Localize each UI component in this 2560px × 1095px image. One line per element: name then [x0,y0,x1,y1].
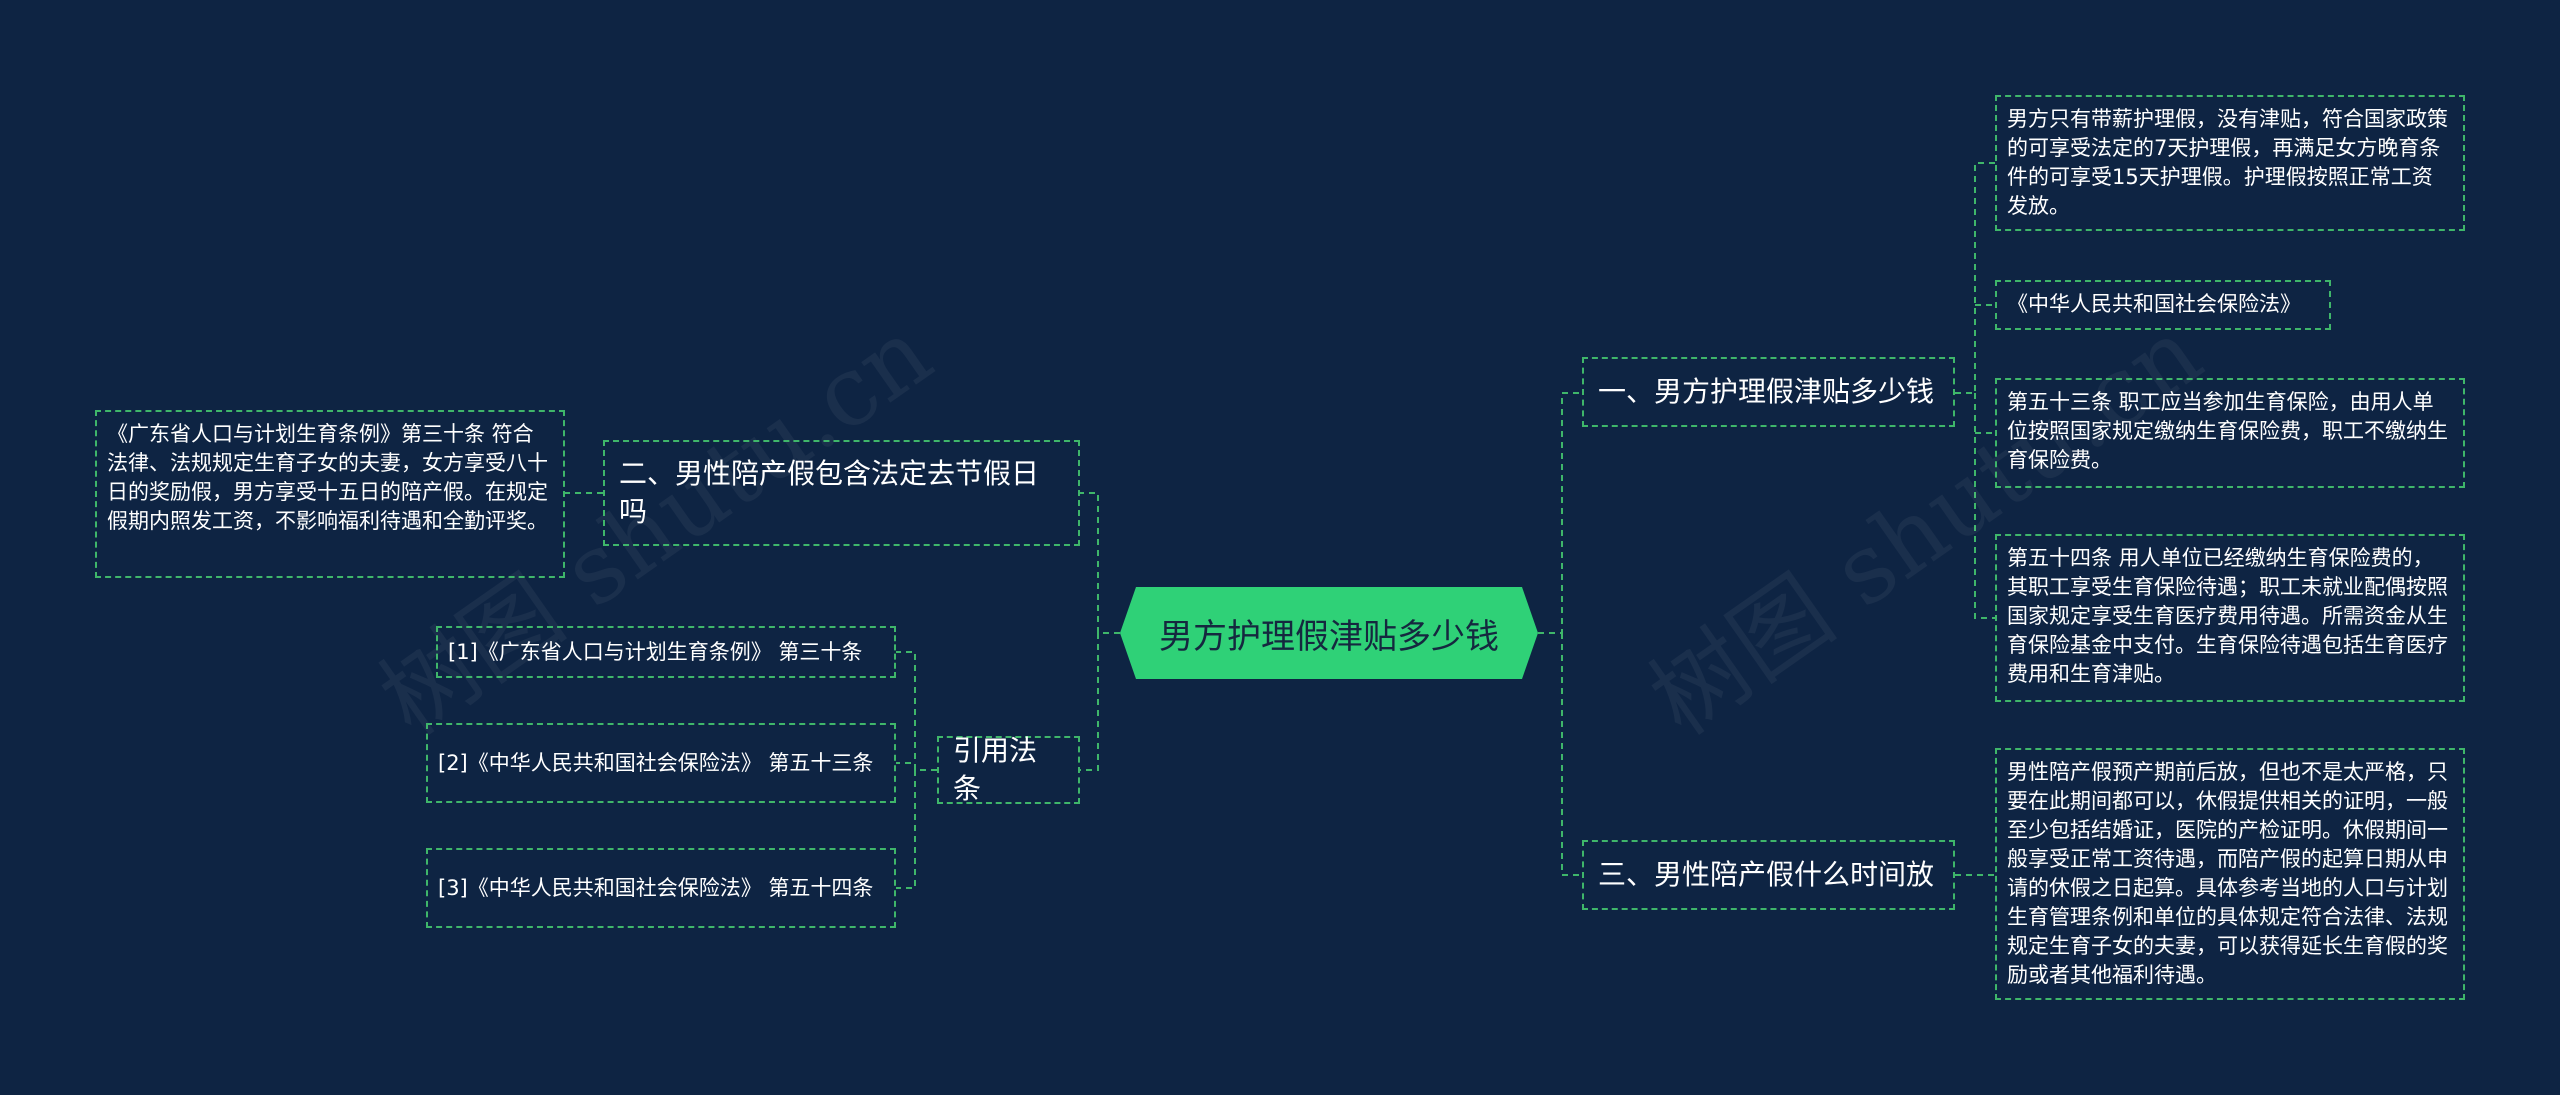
branch-nurse-leave-allowance[interactable]: 一、男方护理假津贴多少钱 [1582,357,1955,427]
connector-branch1-leaf4 [1974,393,1995,619]
leaf-article-54[interactable]: 第五十四条 用人单位已经缴纳生育保险费的，其职工享受生育保险待遇；职工未就业配偶… [1995,534,2465,702]
leaf-guangdong-regulation[interactable]: 《广东省人口与计划生育条例》第三十条 符合法律、法规规定生育子女的夫妻，女方享受… [95,410,565,578]
connector-root-branch-3 [1561,633,1582,876]
leaf-article-53[interactable]: 第五十三条 职工应当参加生育保险，由用人单位按照国家规定缴纳生育保险费，职工不缴… [1995,378,2465,488]
branch-leave-timing[interactable]: 三、男性陪产假什么时间放 [1582,840,1955,910]
leaf-allowance-answer[interactable]: 男方只有带薪护理假，没有津贴，符合国家政策的可享受法定的7天护理假，再满足女方晚… [1995,95,2465,231]
connector-ref-2 [896,762,916,770]
connector-root-branch-2 [1080,492,1120,634]
reference-item-3[interactable]: [3]《中华人民共和国社会保险法》 第五十四条 [426,848,896,928]
connector-ref-3 [896,770,916,889]
branch-references[interactable]: 引用法条 [937,734,1080,805]
reference-item-2[interactable]: [2]《中华人民共和国社会保险法》 第五十三条 [426,723,896,803]
leaf-leave-timing-answer[interactable]: 男性陪产假预产期前后放，但也不是太严格，只要在此期间都可以，休假提供相关的证明，… [1995,748,2465,1000]
reference-item-1[interactable]: [1]《广东省人口与计划生育条例》 第三十条 [436,626,896,678]
leaf-social-insurance-law[interactable]: 《中华人民共和国社会保险法》 [1995,280,2331,330]
connector-branch1-leaf1 [1955,162,1995,394]
root-topic[interactable]: 男方护理假津贴多少钱 [1120,587,1538,679]
branch-holiday-question[interactable]: 二、男性陪产假包含法定去节假日吗 [603,440,1080,546]
connector-root-branch-1 [1538,392,1582,634]
connector-root-references [1080,633,1099,771]
connector-ref-1 [896,651,937,771]
